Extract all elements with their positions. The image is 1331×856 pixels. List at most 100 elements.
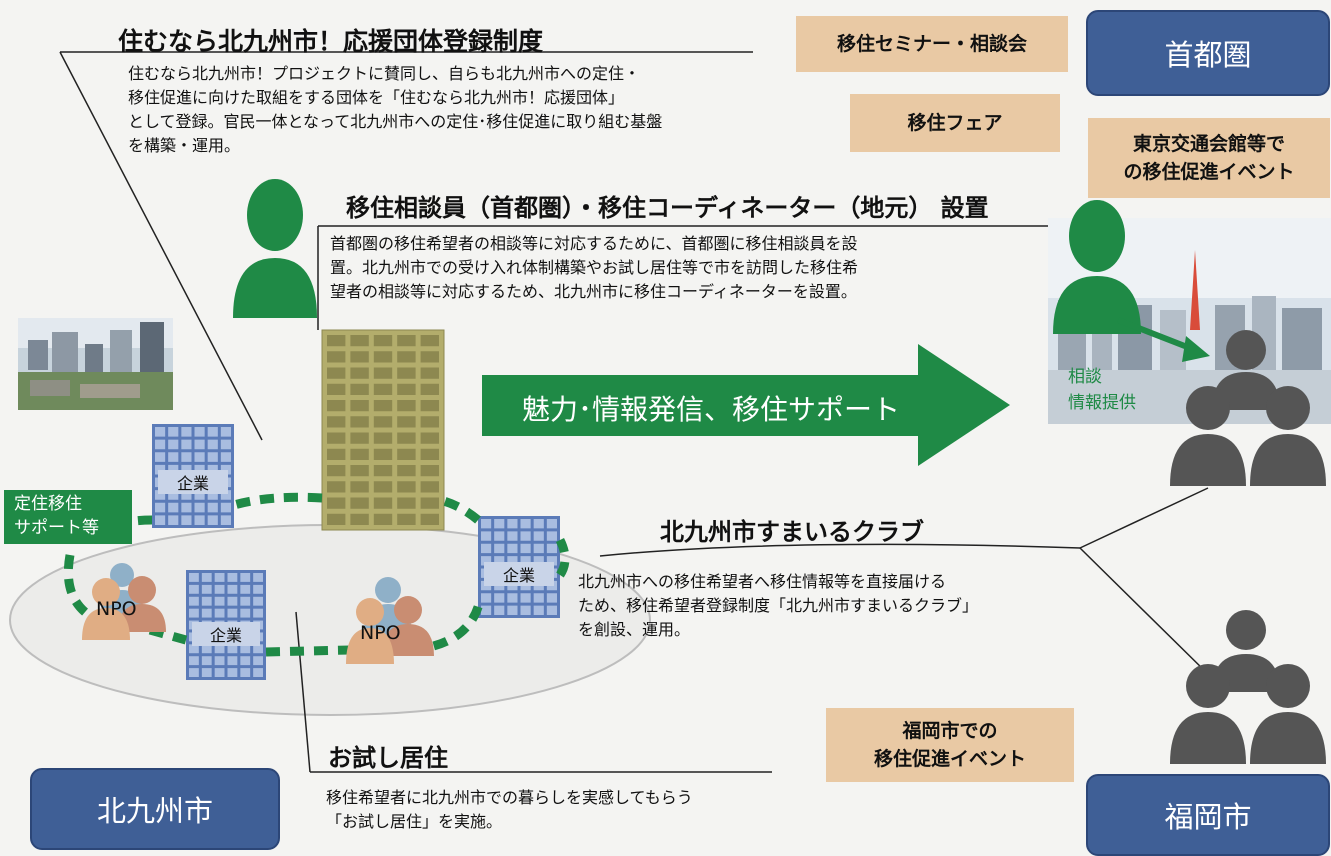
building-window [327, 351, 346, 363]
company-label-2: 企業 [484, 562, 554, 586]
building-window [546, 519, 557, 529]
building-window [227, 596, 238, 606]
building-window [327, 383, 346, 395]
building-window [207, 490, 218, 500]
building-window [397, 416, 416, 428]
building-window [397, 465, 416, 477]
building-window [520, 593, 531, 603]
building-window [181, 515, 192, 525]
building-window [507, 519, 518, 529]
building-window [194, 427, 205, 437]
support-system-line: 住むなら北九州市！プロジェクトに賛同し、自らも北九州市への定住・ [128, 64, 641, 83]
settlement-tag-line: 定住移住 [14, 494, 82, 514]
club-line: 北九州市への移住希望者へ移住情報等を直接届ける [578, 572, 947, 591]
company-label-3: 企業 [192, 622, 260, 646]
building-window [350, 513, 369, 525]
building-window [155, 464, 166, 475]
building-window [220, 439, 231, 450]
building-window [201, 656, 212, 666]
building-window [494, 556, 505, 566]
building-window [494, 543, 505, 554]
building-window [168, 464, 179, 475]
consultants-line: 望者の相談等に対応するため、北九州市に移住コーディネーターを設置。 [330, 282, 857, 301]
building-window [181, 439, 192, 450]
building-window [397, 383, 416, 395]
building-window [327, 465, 346, 477]
building-window [546, 605, 557, 615]
building-window [181, 452, 192, 462]
building-window [397, 513, 416, 525]
building-window [533, 519, 544, 529]
building-window [481, 556, 492, 566]
building-window [214, 656, 225, 666]
building-window [253, 596, 263, 606]
building-window [214, 573, 225, 582]
building-window [194, 490, 205, 500]
settlement-tag: 定住移住 サポート等 [14, 492, 99, 540]
building-window [327, 448, 346, 460]
building-window [201, 573, 212, 582]
building-window [189, 668, 199, 677]
trial-line: 移住希望者に北九州市での暮らしを実感してもらう [326, 788, 693, 807]
building-window [201, 668, 212, 677]
building-window [420, 465, 439, 477]
building-window [201, 644, 212, 654]
club-line: を創設、運用。 [578, 620, 691, 639]
building-window [168, 515, 179, 525]
building-window [327, 400, 346, 412]
building-window [189, 573, 199, 582]
building-window [397, 432, 416, 444]
club-title: 北九州市すまいるクラブ [660, 518, 924, 546]
building-window [194, 515, 205, 525]
building-window [227, 608, 238, 618]
building-window [507, 593, 518, 603]
building-window [397, 335, 416, 347]
building-window [253, 644, 263, 654]
city-box-capital: 首都圏 [1086, 10, 1330, 96]
building-window [327, 513, 346, 525]
building-window [373, 513, 393, 525]
building-window [207, 464, 218, 475]
building-window [227, 656, 238, 666]
building-window [327, 481, 346, 493]
building-window [481, 543, 492, 554]
building-window [227, 584, 238, 594]
building-window [207, 427, 218, 437]
building-window [181, 427, 192, 437]
npo-label-center: NPO [360, 622, 401, 644]
building-window [220, 464, 231, 475]
city-box-kitakyushu: 北九州市 [30, 768, 280, 850]
building-window [420, 367, 439, 379]
building-window [155, 502, 166, 513]
consultants-line: 置。北九州市での受け入れ体制構築やお試し居住等で市を訪問した移住希 [330, 258, 859, 277]
building-window [373, 481, 393, 493]
building-window [168, 439, 179, 450]
trial-line: 「お試し居住」を実施。 [326, 812, 503, 831]
building-window [253, 608, 263, 618]
building-window [397, 497, 416, 509]
event-tag-tokyo: 東京交通会館等で の移住促進イベント [1088, 118, 1330, 198]
building-window [420, 481, 439, 493]
building-window [507, 605, 518, 615]
building-window [350, 481, 369, 493]
consultants-line: 首都圏の移住希望者の相談等に対応するために、首都圏に移住相談員を設 [330, 234, 858, 253]
event-tag-fair: 移住フェア [850, 94, 1060, 152]
leader-line-support [59, 51, 263, 441]
npo-label-left: NPO [96, 598, 137, 620]
building-window [397, 400, 416, 412]
building-window [327, 367, 346, 379]
trial-title: お試し居住 [328, 744, 448, 772]
building-window [253, 656, 263, 666]
tall-building [321, 329, 445, 531]
building-window [194, 464, 205, 475]
consultation-arrow [1116, 317, 1210, 362]
building-window [220, 452, 231, 462]
building-window [253, 584, 263, 594]
building-window [533, 531, 544, 541]
main-arrow [482, 344, 1010, 466]
building-window [420, 513, 439, 525]
building-window [520, 605, 531, 615]
building-window [207, 439, 218, 450]
